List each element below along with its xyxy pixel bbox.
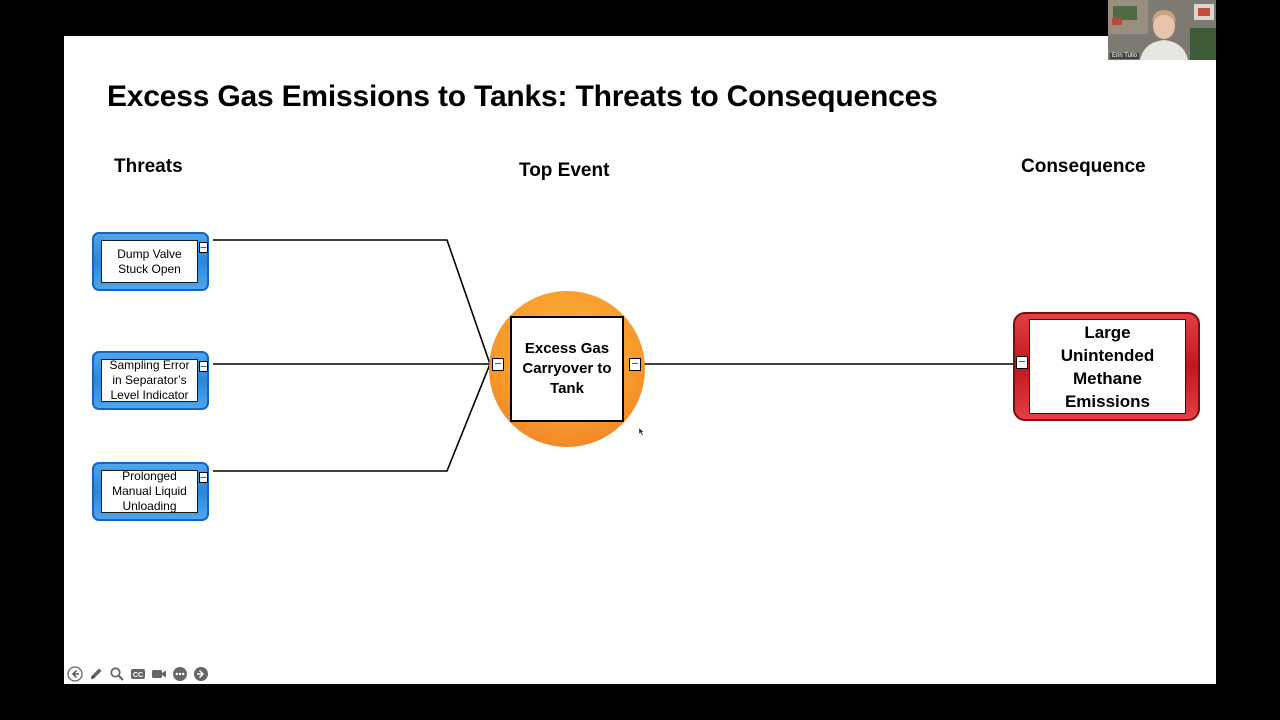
zoom-icon[interactable] xyxy=(107,665,126,684)
webcam-thumbnail[interactable]: Erin Tullo xyxy=(1108,0,1216,60)
more-options-icon[interactable] xyxy=(170,665,189,684)
svg-text:CC: CC xyxy=(132,672,142,679)
next-slide-icon[interactable] xyxy=(191,665,210,684)
collapse-button[interactable]: – xyxy=(199,472,208,483)
top-event-box[interactable]: Excess Gas Carryover to Tank xyxy=(510,316,624,422)
consequence-collapse-button[interactable]: – xyxy=(1016,356,1028,369)
threat-label: Prolonged Manual Liquid Unloading xyxy=(101,469,198,513)
previous-slide-icon[interactable] xyxy=(65,665,84,684)
threats-heading: Threats xyxy=(114,156,183,177)
slide-title: Excess Gas Emissions to Tanks: Threats t… xyxy=(107,80,938,113)
connector-threat-1 xyxy=(213,239,491,365)
threat-label: Dump Valve Stuck Open xyxy=(101,240,198,283)
captions-icon[interactable]: CC xyxy=(128,665,147,684)
mouse-cursor-icon xyxy=(639,428,645,436)
threat-box-sampling-error[interactable]: Sampling Error in Separator’s Level Indi… xyxy=(92,351,209,410)
top-event-right-collapse-button[interactable]: – xyxy=(629,358,641,371)
threat-box-dump-valve[interactable]: Dump Valve Stuck Open – xyxy=(92,232,209,291)
camera-icon[interactable] xyxy=(149,665,168,684)
presentation-toolbar: CC xyxy=(64,664,210,684)
consequence-label: Large Unintended Methane Emissions xyxy=(1029,319,1186,414)
connector-threat-3 xyxy=(213,363,491,472)
collapse-button[interactable]: – xyxy=(199,242,208,253)
webcam-participant-name: Erin Tullo xyxy=(1110,53,1140,59)
connector-lines xyxy=(213,239,1014,472)
consequence-box[interactable]: Large Unintended Methane Emissions – xyxy=(1013,312,1200,421)
consequence-heading: Consequence xyxy=(1021,156,1146,177)
threat-label: Sampling Error in Separator’s Level Indi… xyxy=(101,358,198,402)
top-event-heading: Top Event xyxy=(519,160,610,181)
threat-box-manual-unloading[interactable]: Prolonged Manual Liquid Unloading – xyxy=(92,462,209,521)
collapse-button[interactable]: – xyxy=(199,361,208,372)
webcam-video-feed xyxy=(1108,0,1216,60)
top-event-left-collapse-button[interactable]: – xyxy=(492,358,504,371)
pen-icon[interactable] xyxy=(86,665,105,684)
presentation-slide: Excess Gas Emissions to Tanks: Threats t… xyxy=(64,36,1216,684)
